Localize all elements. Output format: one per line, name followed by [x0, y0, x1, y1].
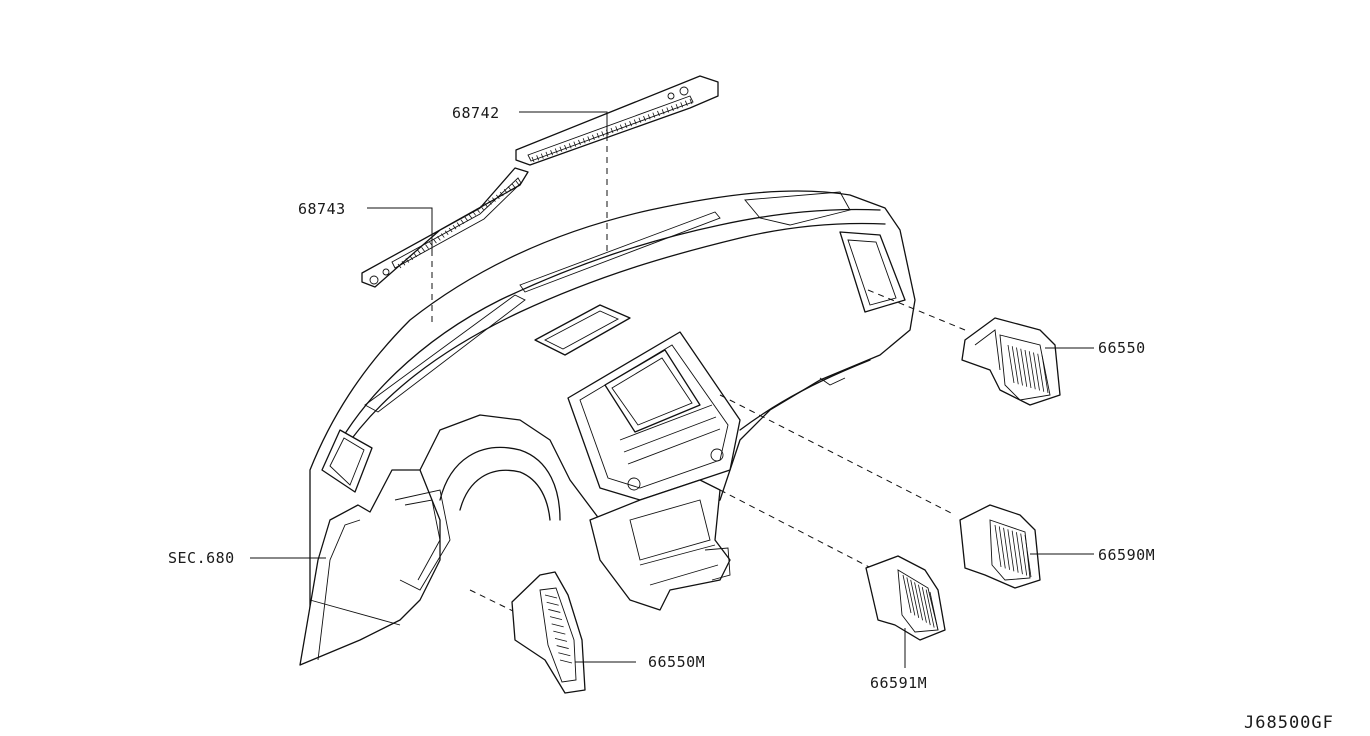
ventilator-66550M	[511, 571, 586, 694]
defroster-grille-68743	[361, 167, 529, 288]
callout-66550: 66550	[1098, 339, 1146, 357]
callout-66590M: 66590M	[1098, 546, 1155, 564]
connection-lines	[431, 135, 966, 613]
defroster-grille-68742	[515, 75, 719, 166]
leader-lines	[250, 111, 1094, 668]
callout-68743: 68743	[298, 200, 346, 218]
callout-68742: 68742	[452, 104, 500, 122]
instrument-panel	[299, 190, 916, 666]
ventilator-66550	[961, 317, 1061, 406]
callout-66591M: 66591M	[870, 674, 927, 692]
ventilator-66591M	[865, 555, 946, 641]
callout-66550M: 66550M	[648, 653, 705, 671]
callout-sec680: SEC.680	[168, 549, 235, 567]
ventilator-66590M	[959, 504, 1041, 589]
drawing-id: J68500GF	[1244, 713, 1334, 733]
